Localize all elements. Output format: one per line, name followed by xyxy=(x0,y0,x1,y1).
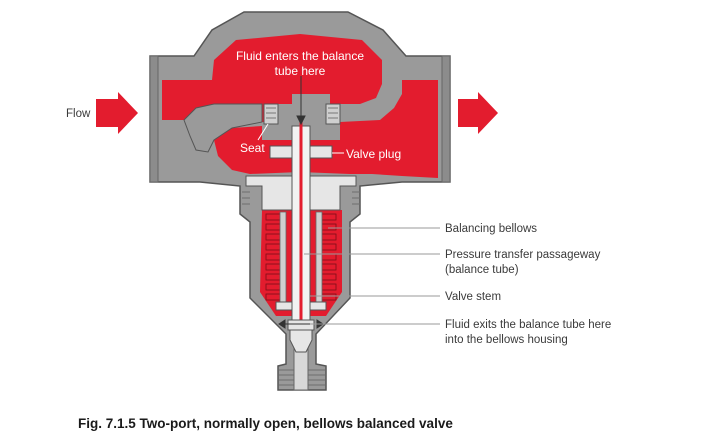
leader-lines xyxy=(304,227,440,325)
seat-left xyxy=(263,103,279,125)
flow-arrow-in xyxy=(96,92,138,134)
seat-right xyxy=(325,103,341,125)
figure-caption: Fig. 7.1.5 Two-port, normally open, bell… xyxy=(78,416,453,431)
pressure-transfer-label-line2: (balance tube) xyxy=(445,264,519,276)
fluid-exits-label-line1: Fluid exits the balance tube here xyxy=(445,319,611,331)
stem-end xyxy=(289,329,313,353)
flow-label: Flow xyxy=(66,108,91,120)
fluid-exits-label-line2: into the bellows housing xyxy=(445,334,568,346)
seat-label: Seat xyxy=(240,141,265,155)
fluid-enters-label-line1: Fluid enters the balance xyxy=(236,49,364,63)
flow-arrow-out xyxy=(458,92,498,134)
balancing-bellows-label: Balancing bellows xyxy=(445,223,537,235)
valve-stem-label: Valve stem xyxy=(445,291,501,303)
fluid-enters-label-line2: tube here xyxy=(275,64,326,78)
pressure-transfer-label-line1: Pressure transfer passageway xyxy=(445,249,601,261)
partition-wall xyxy=(183,103,263,153)
valve-stem xyxy=(287,122,315,331)
seat-leader xyxy=(257,123,269,141)
valve-plug-label: Valve plug xyxy=(346,147,401,161)
